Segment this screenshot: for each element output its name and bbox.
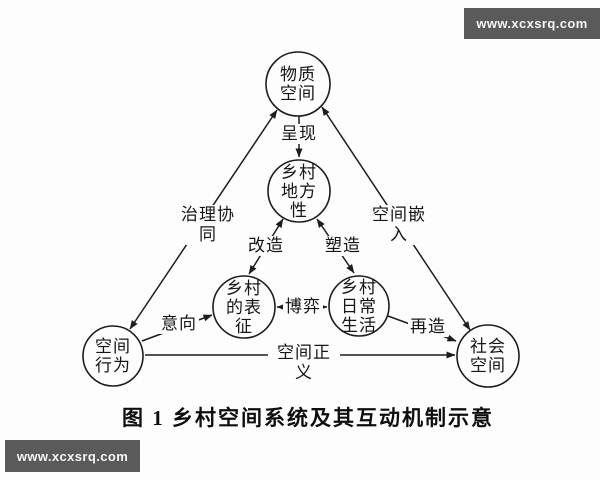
edge-label-spatial-justice: 空间正义 — [268, 343, 340, 383]
node-circle-rural-daily-life — [328, 275, 390, 337]
edge-label-transformation: 改造 — [246, 236, 286, 256]
watermark-bottom-left-text: www.xcxsrq.com — [16, 448, 129, 464]
node-circle-physical-space — [265, 51, 331, 117]
node-circle-social-space — [456, 324, 520, 388]
watermark-top-right-text: www.xcxsrq.com — [476, 16, 588, 31]
node-circle-rural-representation — [212, 275, 276, 339]
edge-label-intention: 意向 — [159, 314, 199, 334]
edge-label-governance-synergy: 治理协同 — [172, 205, 244, 245]
watermark-top-right: www.xcxsrq.com — [464, 8, 600, 39]
edge-label-gaming: 博弈 — [283, 297, 323, 317]
edge-label-presentation: 呈现 — [279, 124, 319, 144]
node-circle-spatial-behavior — [82, 325, 144, 387]
figure-caption: 图 1 乡村空间系统及其互动机制示意 — [122, 406, 494, 430]
node-circle-rural-locality — [267, 159, 331, 223]
edge-label-recreation: 再造 — [408, 317, 448, 337]
watermark-bottom-left: www.xcxsrq.com — [5, 440, 140, 472]
edge-label-shaping: 塑造 — [323, 236, 363, 256]
edge-label-spatial-embedding: 空间嵌入 — [363, 205, 435, 245]
